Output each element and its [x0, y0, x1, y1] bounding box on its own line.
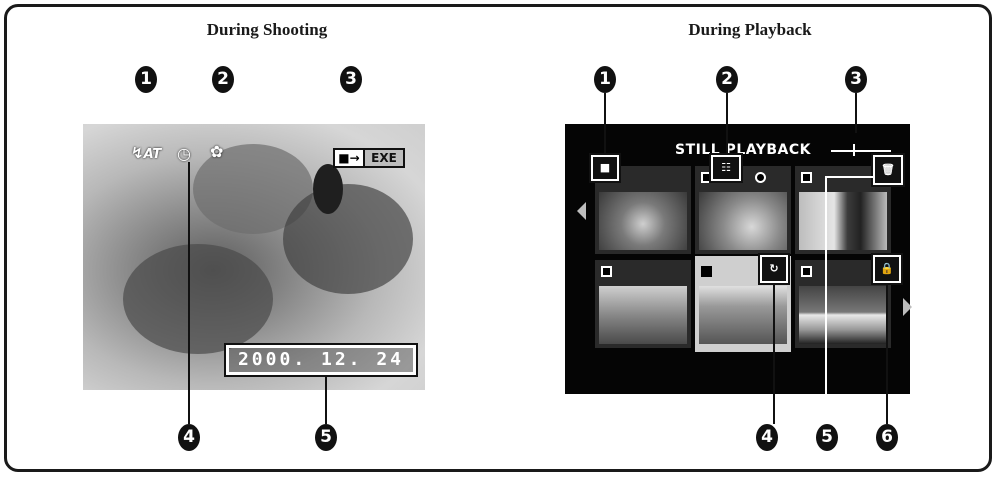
thumbnail-image [599, 286, 687, 344]
shooting-callout-4: 4 [178, 424, 200, 451]
frame-icon [601, 266, 612, 277]
dpof-print-icon [755, 172, 766, 183]
leader-line-4 [188, 162, 190, 424]
playback-callout-4: 4 [756, 424, 778, 451]
shooting-callout-5: 5 [315, 424, 337, 451]
flash-mode-label: AT [143, 147, 162, 162]
scroll-left-arrow[interactable] [577, 202, 586, 220]
thumbnail-image [699, 286, 787, 344]
mode-arrow-icon: ■→ [338, 151, 360, 165]
scroll-right-arrow[interactable] [903, 298, 912, 316]
leader-line-p1 [604, 93, 606, 155]
scroll-bar-marker [853, 144, 855, 156]
playback-callout-3: 3 [845, 66, 867, 93]
frame-select-highlight: ■ [589, 153, 621, 183]
figure-frame [4, 4, 992, 472]
thumbnail-image [799, 192, 887, 250]
thumbnail-image [799, 286, 887, 344]
shooting-callout-3: 3 [340, 66, 362, 93]
thumbnail-image [599, 192, 687, 250]
playback-callout-6: 6 [876, 424, 898, 451]
thumbnail-6[interactable] [795, 260, 891, 348]
macro-flower-icon: ✿ [210, 142, 224, 161]
mussel-shell [313, 164, 343, 214]
shooting-callout-1: 1 [135, 66, 157, 93]
self-timer-icon: ◷ [177, 144, 191, 163]
leader-line-p5-horizontal [825, 176, 873, 178]
playback-callout-1: 1 [594, 66, 616, 93]
playback-panel-title: During Playback [688, 20, 812, 39]
shooting-panel-title: During Shooting [206, 20, 328, 39]
scroll-bar [831, 150, 891, 152]
flash-icon: ↯AT [131, 144, 162, 162]
leader-line-p6 [886, 283, 888, 424]
seafood-dish-left [123, 244, 273, 354]
shooting-callout-2: 2 [212, 66, 234, 93]
still-playback-title: STILL PLAYBACK [675, 142, 812, 158]
seafood-dish-right [283, 184, 413, 294]
thumbnail-4[interactable] [595, 260, 691, 348]
mode-exe-indicator: ■→ EXE [333, 148, 405, 168]
thumbnail-2[interactable] [695, 166, 791, 254]
protect-lock-icon: 🔒 [871, 253, 903, 285]
trash-icon: 🗑 [871, 153, 905, 187]
leader-line-p5 [825, 178, 827, 424]
frame-icon [801, 266, 812, 277]
leader-line-p4 [773, 283, 775, 424]
frame-icon [701, 266, 712, 277]
exe-label: EXE [363, 150, 403, 166]
rotate-icon: ↻ [758, 253, 790, 285]
thumbnail-image [699, 192, 787, 250]
leader-line-5 [325, 377, 327, 424]
playback-callout-5: 5 [816, 424, 838, 451]
leader-line-p3 [855, 93, 857, 133]
playback-callout-2: 2 [716, 66, 738, 93]
leader-line-p2 [726, 93, 728, 155]
dpof-print-icon: ☷ [709, 153, 743, 183]
frame-icon [801, 172, 812, 183]
date-imprint: 2000. 12. 24 [224, 343, 418, 377]
